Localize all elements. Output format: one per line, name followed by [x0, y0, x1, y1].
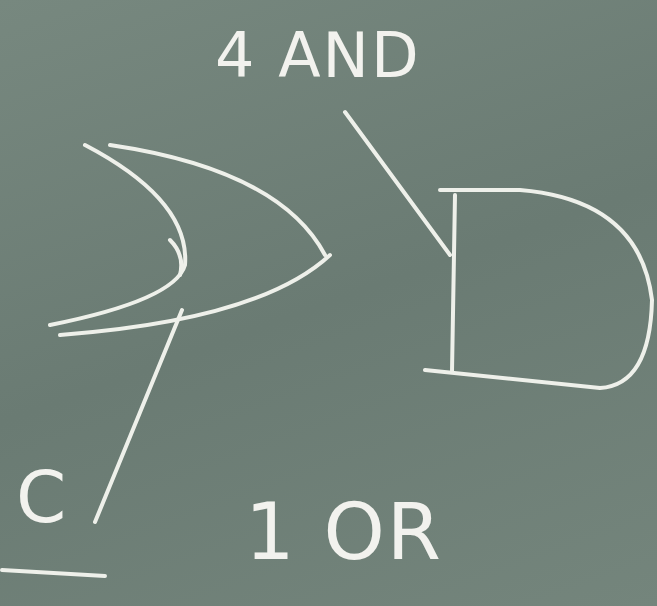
leader-line [345, 112, 450, 255]
or-gate-mark [170, 240, 181, 275]
underline [2, 570, 105, 576]
and-gate-back [452, 195, 455, 372]
gate-label: 1 OR [245, 490, 443, 576]
or-gate-top [110, 145, 325, 255]
wire-line [95, 310, 182, 522]
or-gate-back [50, 145, 185, 325]
gate-label: 4 AND [215, 22, 421, 90]
or-gate-bottom [60, 255, 330, 335]
and-gate-body [425, 190, 652, 388]
signal-label: C [16, 458, 68, 537]
